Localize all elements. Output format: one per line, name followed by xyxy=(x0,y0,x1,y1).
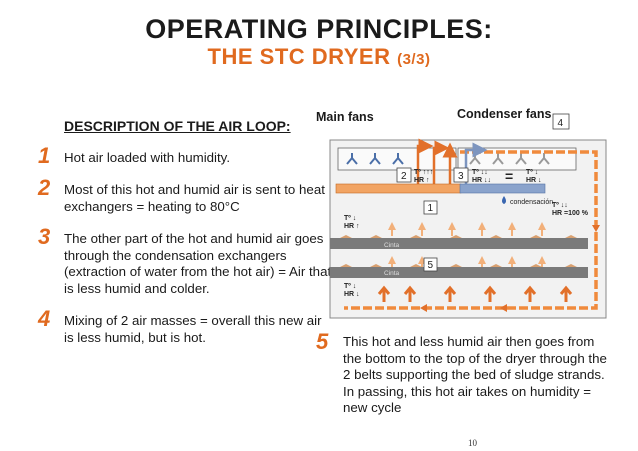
temp-right-label: Tº ↓↓ xyxy=(552,202,568,209)
step-text: The other part of the hot and humid air … xyxy=(64,231,332,296)
label-2: 2 xyxy=(401,171,407,182)
sludge-bed-1 xyxy=(340,235,577,238)
belt-2-label: Cinta xyxy=(384,270,400,277)
step-number: 3 xyxy=(38,224,51,249)
belt-2 xyxy=(330,267,588,278)
step-text: This hot and less humid air then goes fr… xyxy=(343,334,607,415)
belt-1-label: Cinta xyxy=(384,242,400,249)
label-box-5 xyxy=(423,257,438,272)
left-temp-label-1: Tº ↓ xyxy=(344,215,356,222)
label-box-1 xyxy=(423,200,438,215)
loop-arrowheads xyxy=(420,225,600,312)
step-number: 2 xyxy=(38,175,51,200)
water-drop-icon xyxy=(502,196,506,204)
label-3: 3 xyxy=(458,171,464,182)
subtitle-main: THE STC DRYER xyxy=(207,44,391,69)
page-number: 10 xyxy=(468,438,477,448)
belt-1 xyxy=(330,238,588,249)
temp-up-label: Tº ↑↑↑ xyxy=(414,169,433,176)
temp-down-label: Tº ↓↓ xyxy=(472,169,488,176)
label-box-3 xyxy=(453,167,469,183)
label-box-4 xyxy=(552,113,570,130)
step-number: 4 xyxy=(38,306,51,331)
step-number: 5 xyxy=(316,329,329,354)
condenser-fans-label: Condenser fans xyxy=(457,107,552,121)
left-hr-label-2: HR ↓ xyxy=(344,291,360,298)
hot-air-arrows-bottom xyxy=(377,285,573,302)
subtitle-part: (3/3) xyxy=(397,51,431,68)
step-text: Most of this hot and humid air is sent t… xyxy=(64,182,325,214)
label-box-2 xyxy=(396,167,412,183)
page-title: OPERATING PRINCIPLES: xyxy=(145,14,493,44)
condensacion-label: condensación xyxy=(510,199,553,206)
humid-air-arrows-middle xyxy=(388,256,546,270)
left-temp-label-2: Tº ↓ xyxy=(344,283,356,290)
main-fans xyxy=(346,153,404,165)
temp-down-single-label: Tº ↓ xyxy=(526,169,538,176)
step-number: 1 xyxy=(38,143,51,168)
stc-dryer-diagram: 4 2 3 Tº ↑↑↑ HR ↑ Tº ↓↓ HR ↓↓ xyxy=(329,113,607,319)
hr-up-label: HR ↑ xyxy=(414,177,430,184)
hr-100-label: HR =100 % xyxy=(552,210,589,217)
step-text: Hot air loaded with humidity. xyxy=(64,150,231,165)
hot-air-loop xyxy=(344,150,598,310)
step-text: Mixing of 2 air masses = overall this ne… xyxy=(64,313,322,345)
hot-air-up-arrows xyxy=(416,138,458,184)
label-4: 4 xyxy=(558,118,564,129)
label-1: 1 xyxy=(428,203,434,214)
sludge-bed-2 xyxy=(340,264,577,267)
hr-down-single-label: HR ↓ xyxy=(526,177,542,184)
section-heading: DESCRIPTION OF THE AIR LOOP: xyxy=(64,118,291,134)
condensation-exchanger xyxy=(459,183,546,194)
humid-air-arrows-top xyxy=(388,222,546,236)
label-5: 5 xyxy=(428,260,434,271)
main-fans-label: Main fans xyxy=(316,110,374,124)
equals-sign: = xyxy=(505,168,513,184)
left-hr-label-1: HR ↑ xyxy=(344,223,360,230)
page-subtitle: THE STC DRYER (3/3) xyxy=(0,44,638,70)
hr-down-down-label: HR ↓↓ xyxy=(472,177,491,184)
heat-exchanger xyxy=(335,183,462,194)
